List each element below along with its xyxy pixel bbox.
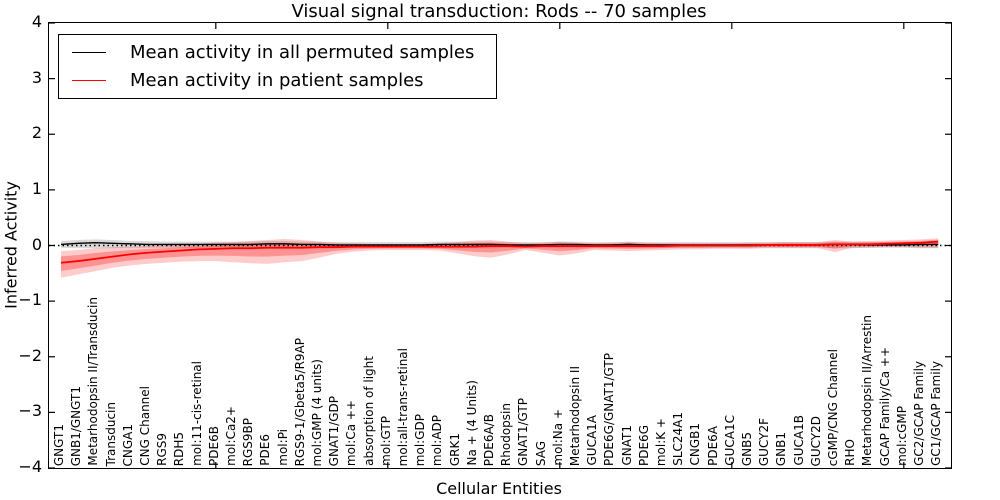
x-tick-label: mol:K +: [654, 417, 668, 466]
x-tick-label: RGS9: [155, 433, 170, 466]
y-tick-label: 2: [31, 123, 42, 143]
x-tick-label: PDE6: [258, 434, 273, 466]
x-tick-label: GNAT1: [619, 425, 634, 466]
x-tick-label: CNGA1: [120, 423, 135, 467]
x-tick-label: PDE6A/B: [482, 413, 496, 466]
x-tick-label: Metarhodopsin II: [568, 365, 582, 466]
patient-line-swatch: [72, 80, 106, 81]
x-tick-label: mol:Na +: [550, 409, 565, 466]
x-tick-label: GNGT1: [52, 423, 66, 466]
x-tick-label: GC1/GCAP Family: [929, 361, 944, 466]
x-tick-label: Rhodopsin: [499, 402, 514, 466]
x-tick-label: mol:Pi: [275, 429, 290, 466]
x-tick-label: GUCA1C: [722, 415, 737, 466]
permuted-line-swatch: [72, 52, 106, 53]
y-tick-label: 0: [31, 234, 42, 254]
x-tick-label: mol:all-trans-retinal: [396, 347, 410, 466]
x-tick-label: RHO: [843, 439, 858, 466]
x-tick-label: GCAP Family/Ca ++: [877, 346, 892, 466]
x-tick-label: mol:GTP: [378, 416, 393, 466]
x-tick-label: SAG: [533, 440, 548, 466]
x-tick-label: CNGB1: [688, 423, 703, 466]
plot-canvas: [49, 23, 951, 468]
x-tick-label: PDE6G: [636, 425, 651, 466]
x-tick-label: GNB1: [774, 431, 789, 466]
x-tick-label: Na + (4 Units): [464, 380, 479, 466]
x-tick-label: GUCY2F: [757, 417, 772, 466]
x-tick-label: GNAT1/GDP: [327, 395, 342, 466]
x-tick-label: mol:cGMP: [894, 406, 909, 466]
x-tick-label: PDE6B: [206, 426, 221, 466]
x-tick-label: mol:GDP: [413, 413, 428, 466]
x-tick-label: RGS9-1/Gbeta5/R9AP: [292, 337, 307, 466]
x-tick-label: PDE6A: [705, 426, 720, 466]
x-tick-label: mol:GMP (4 units): [310, 358, 324, 466]
y-tick-label: −4: [18, 457, 42, 476]
y-tick-label: 4: [31, 12, 42, 31]
x-tick-label: GUCA1A: [585, 415, 600, 466]
x-tick-label: Metarhodopsin II/Transducin: [86, 297, 101, 466]
x-tick-label: mol:11-cis-retinal: [189, 361, 204, 466]
legend-label-permuted: Mean activity in all permuted samples: [130, 42, 475, 63]
plot-area: [48, 22, 952, 469]
x-tick-label: GUCY2D: [808, 415, 823, 466]
x-tick-label: mol:ADP: [430, 414, 445, 466]
x-tick-label: mol:Ca2+: [224, 406, 238, 466]
y-tick-label: −2: [18, 345, 42, 365]
x-tick-label: GNB1/GNGT1: [69, 385, 84, 466]
x-tick-label: Transducin: [103, 401, 118, 466]
x-tick-label: SLC24A1: [671, 412, 686, 466]
legend-row-patient: Mean activity in patient samples: [72, 70, 474, 91]
legend: Mean activity in all permuted samples Me…: [58, 34, 498, 99]
y-tick-label: −1: [18, 290, 42, 310]
legend-row-permuted: Mean activity in all permuted samples: [72, 42, 474, 63]
x-tick-label: absorption of light: [361, 356, 376, 466]
y-tick-label: −3: [18, 401, 42, 421]
chart-title: Visual signal transduction: Rods -- 70 s…: [291, 1, 707, 22]
x-tick-label: PDE6G/GNAT1/GTP: [602, 352, 617, 466]
x-tick-label: GNB5: [740, 431, 754, 466]
x-tick-label: GUCA1B: [791, 415, 806, 466]
x-tick-label: GNAT1/GTP: [516, 398, 531, 466]
x-tick-label: Metarhodopsin II/Arrestin: [860, 314, 875, 466]
y-tick-label: 1: [31, 178, 42, 198]
x-tick-label: mol:Ca ++: [344, 399, 359, 466]
y-tick-label: 3: [31, 67, 42, 87]
x-tick-label: GRK1: [447, 432, 462, 466]
legend-label-patient: Mean activity in patient samples: [130, 70, 424, 91]
x-tick-label: cGMP/CNG Channel: [826, 348, 840, 466]
patient-mean-line: [60, 240, 939, 264]
x-tick-label: GC2/GCAP Family: [912, 361, 926, 466]
x-tick-label: RDH5: [172, 431, 187, 466]
x-tick-label: RGS9BP: [241, 417, 256, 466]
x-tick-label: CNG Channel: [138, 386, 152, 466]
x-axis-label: Cellular Entities: [436, 479, 562, 498]
